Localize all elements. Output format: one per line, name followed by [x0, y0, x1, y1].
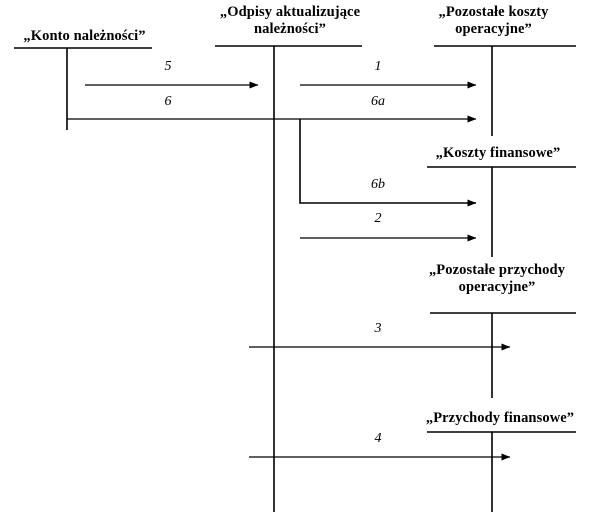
account-lines-group — [14, 45, 576, 512]
account-title-pozostale-przychody-operacyjne: „Pozostałe przychody operacyjne” — [428, 262, 566, 296]
account-title-konto-naleznosci: „Konto należności” — [23, 28, 146, 44]
flow-label-2: 2 — [374, 211, 382, 226]
account-title-pozostale-koszty-operacyjne: „Pozostałe koszty operacyjne” — [438, 4, 549, 38]
account-title-koszty-finansowe: „Koszty finansowe” — [435, 145, 561, 161]
account-title-przychody-finansowe: „Przychody finansowe” — [425, 410, 575, 426]
account-title-odpisy-aktualizujace-naleznosci: „Odpisy aktualizujące należności” — [219, 4, 361, 38]
flow-arrow-6b — [299, 119, 477, 207]
flow-label-6a: 6a — [371, 94, 385, 109]
flow-label-1: 1 — [374, 59, 382, 74]
flow-label-6b: 6b — [371, 177, 385, 192]
flow-label-4: 4 — [374, 431, 382, 446]
flow-label-3: 3 — [374, 321, 382, 336]
flow-label-5: 5 — [164, 59, 172, 74]
flow-label-6: 6 — [164, 94, 172, 109]
flow-arrows-group — [67, 81, 511, 461]
